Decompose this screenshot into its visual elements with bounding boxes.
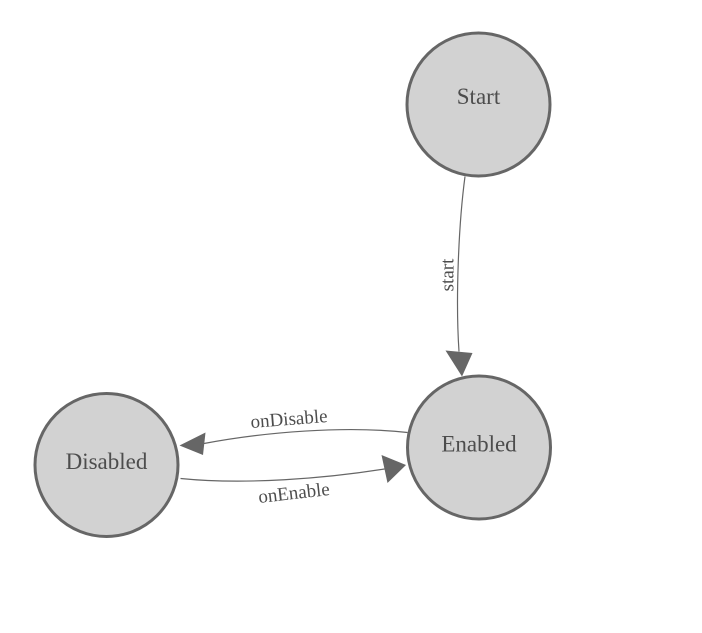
edge-disabled-to-enabled: onEnable (180, 455, 406, 508)
state-node-disabled-circle (33, 392, 180, 538)
state-node-disabled-label: Disabled (66, 449, 148, 474)
edge-line-disabled-to-enabled (180, 468, 385, 482)
edge-label-start: start (438, 258, 459, 291)
state-node-enabled-label: Enabled (441, 432, 517, 457)
state-node-start: Start (405, 31, 552, 178)
state-node-enabled: Enabled (406, 374, 552, 521)
arrowhead-start-to-enabled (445, 350, 473, 377)
edge-line-enabled-to-disabled (203, 429, 408, 445)
edge-enabled-to-disabled: onDisable (179, 406, 408, 455)
edge-line-start-to-enabled (456, 176, 466, 352)
arrowhead-disabled-to-enabled (381, 455, 406, 483)
state-node-disabled: Disabled (33, 392, 180, 538)
state-node-start-label: Start (457, 84, 501, 109)
arrowhead-enabled-to-disabled (179, 432, 206, 455)
edge-label-onenable: onEnable (257, 479, 331, 508)
edge-label-ondisable: onDisable (250, 406, 328, 433)
state-node-start-circle (405, 31, 552, 178)
state-node-enabled-circle (406, 374, 552, 521)
edge-start-to-enabled: start (438, 176, 473, 377)
